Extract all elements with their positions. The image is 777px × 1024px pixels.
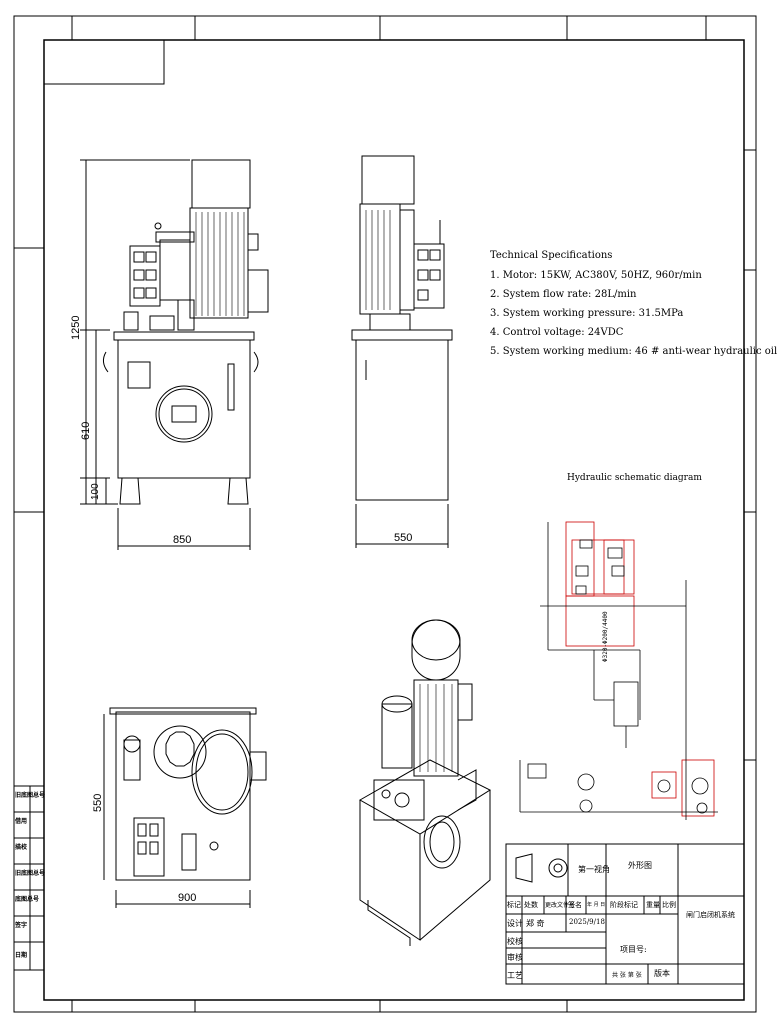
process-label: 工艺: [507, 971, 523, 980]
isometric-view: [358, 619, 492, 946]
system-name: 闸门启闭机系统: [686, 911, 735, 919]
side-label: 日期: [15, 952, 28, 959]
weight-label: 重量: [646, 901, 660, 909]
designer-name: 郑 奇: [526, 919, 545, 928]
project-no-label: 项目号:: [620, 945, 647, 954]
side-label: 描校: [15, 844, 28, 851]
review-label: 审核: [507, 953, 523, 962]
tech-spec-item: 1. Motor: 15KW, AC380V, 50HZ, 960r/min: [490, 270, 702, 281]
title-block-frame: [505, 843, 745, 985]
side-view: [351, 155, 453, 548]
rev-mark: 标记: [507, 901, 521, 909]
rev-doc: 更改文件号: [545, 902, 576, 909]
dim-top-depth: 550: [92, 793, 104, 812]
sheet-count: 共 张 第 张: [612, 972, 642, 979]
dim-front-height-base: 100: [90, 483, 101, 500]
side-label-column: [13, 785, 45, 971]
design-date: 2025/9/18: [569, 918, 605, 926]
dim-front-height-total: 1250: [70, 315, 82, 340]
check-label: 校核: [507, 937, 523, 946]
drawing-type: 外形图: [628, 861, 652, 870]
tech-spec-item: 4. Control voltage: 24VDC: [490, 327, 624, 338]
dim-side-width: 550: [394, 532, 413, 544]
rev-date: 年 月 日: [587, 902, 606, 908]
tech-spec-item: 2. System flow rate: 28L/min: [490, 289, 637, 300]
dim-top-width: 900: [178, 892, 197, 904]
top-view: [103, 707, 267, 908]
tech-spec-title: Technical Specifications: [490, 250, 613, 261]
rev-sign: 签名: [568, 901, 582, 909]
tech-spec-item: 3. System working pressure: 31.5MPa: [490, 308, 684, 319]
projection-label: 第一视角: [578, 865, 610, 874]
version-label: 版本: [654, 969, 670, 978]
scale-label: 比例: [662, 901, 676, 909]
schematic-title: Hydraulic schematic diagram: [567, 473, 702, 483]
side-label: 签字: [15, 922, 28, 929]
hydraulic-schematic: [519, 521, 718, 820]
side-label: 借用: [15, 818, 28, 825]
dim-front-width: 850: [173, 534, 192, 546]
designer-label: 设计: [507, 919, 523, 928]
stage-mark: 阶段标记: [610, 901, 638, 909]
side-label: 旧底图总号: [15, 870, 46, 877]
front-view: [80, 159, 269, 550]
schematic-valve-label: Φ320-Φ200/4400: [602, 611, 609, 662]
rev-count: 处数: [524, 901, 538, 909]
side-label: 底图总号: [15, 896, 40, 903]
dim-front-height-tank: 610: [80, 421, 92, 440]
drawing-frame: [13, 15, 757, 1013]
tech-spec-item: 5. System working medium: 46 # anti-wear…: [490, 346, 777, 357]
side-label: 旧底图总号: [15, 792, 46, 799]
